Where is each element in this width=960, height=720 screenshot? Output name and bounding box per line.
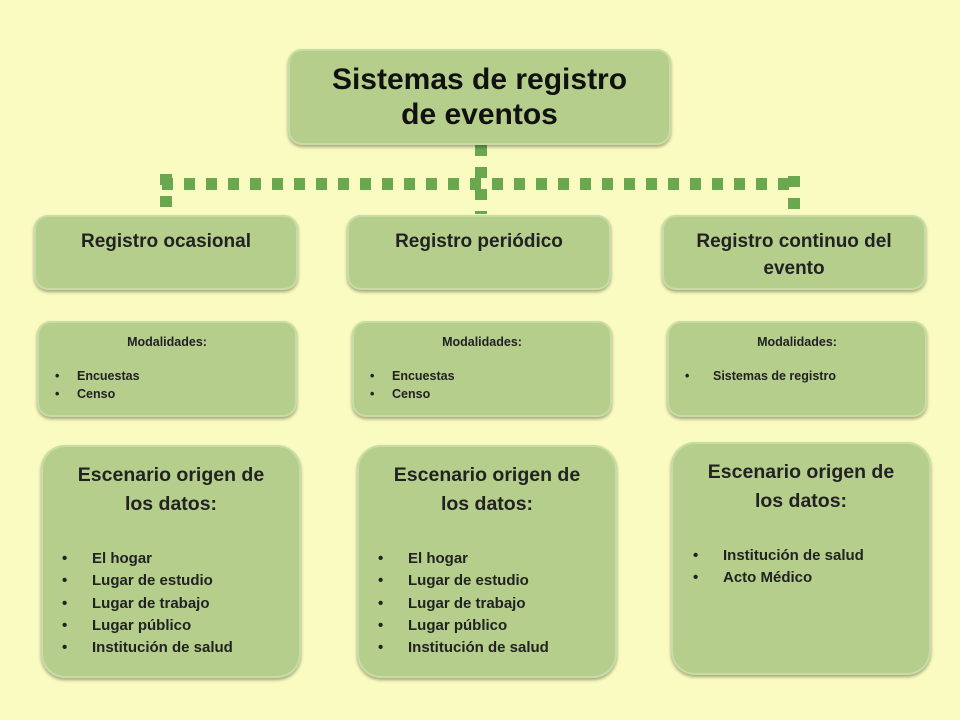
list-item: El hogar — [378, 548, 549, 571]
list-item: Lugar de trabajo — [378, 593, 549, 616]
list-item: Acto Médico — [693, 567, 864, 590]
scenario-node-periodico: Escenario origen de los datos: El hogar … — [357, 445, 617, 678]
list-item: Encuestas — [370, 367, 455, 385]
list-item: Lugar de estudio — [378, 570, 549, 593]
modalities-node-periodico: Modalidades: Encuestas Censo — [352, 321, 612, 417]
list-item: Lugar de trabajo — [62, 593, 233, 616]
scenario-list: El hogar Lugar de estudio Lugar de traba… — [62, 548, 233, 660]
category-label: Registro periódico — [395, 231, 563, 252]
list-item: Lugar público — [378, 615, 549, 638]
scenario-title: Escenario origen de los datos: — [77, 464, 265, 515]
scenario-title: Escenario origen de los datos: — [707, 461, 895, 512]
modalities-list: Encuestas Censo — [370, 367, 455, 403]
scenario-title: Escenario origen de los datos: — [393, 464, 581, 515]
diagram-title: Sistemas de registro de eventos — [331, 63, 628, 131]
modalities-label: Modalidades: — [757, 335, 837, 349]
modalities-node-ocasional: Modalidades: Encuestas Censo — [37, 321, 297, 417]
scenario-list: Institución de salud Acto Médico — [693, 545, 864, 590]
scenario-list: El hogar Lugar de estudio Lugar de traba… — [378, 548, 549, 660]
list-item: Institución de salud — [378, 637, 549, 660]
modalities-list: Sistemas de registro — [685, 367, 836, 385]
list-item: Institución de salud — [62, 637, 233, 660]
list-item: El hogar — [62, 548, 233, 571]
list-item: Censo — [370, 385, 455, 403]
list-item: Lugar público — [62, 615, 233, 638]
list-item: Encuestas — [55, 367, 140, 385]
category-label: Registro continuo del evento — [696, 231, 892, 279]
category-node-ocasional: Registro ocasional — [34, 215, 298, 290]
modalities-list: Encuestas Censo — [55, 367, 140, 403]
category-label: Registro ocasional — [81, 231, 251, 252]
scenario-node-continuo: Escenario origen de los datos: Instituci… — [671, 442, 931, 675]
modalities-label: Modalidades: — [127, 335, 207, 349]
list-item: Sistemas de registro — [685, 367, 836, 385]
list-item: Lugar de estudio — [62, 570, 233, 593]
category-node-continuo: Registro continuo del evento — [662, 215, 926, 290]
root-node: Sistemas de registro de eventos — [288, 49, 671, 145]
category-node-periodico: Registro periódico — [347, 215, 611, 290]
list-item: Censo — [55, 385, 140, 403]
list-item: Institución de salud — [693, 545, 864, 568]
modalities-node-continuo: Modalidades: Sistemas de registro — [667, 321, 927, 417]
modalities-label: Modalidades: — [442, 335, 522, 349]
scenario-node-ocasional: Escenario origen de los datos: El hogar … — [41, 445, 301, 678]
